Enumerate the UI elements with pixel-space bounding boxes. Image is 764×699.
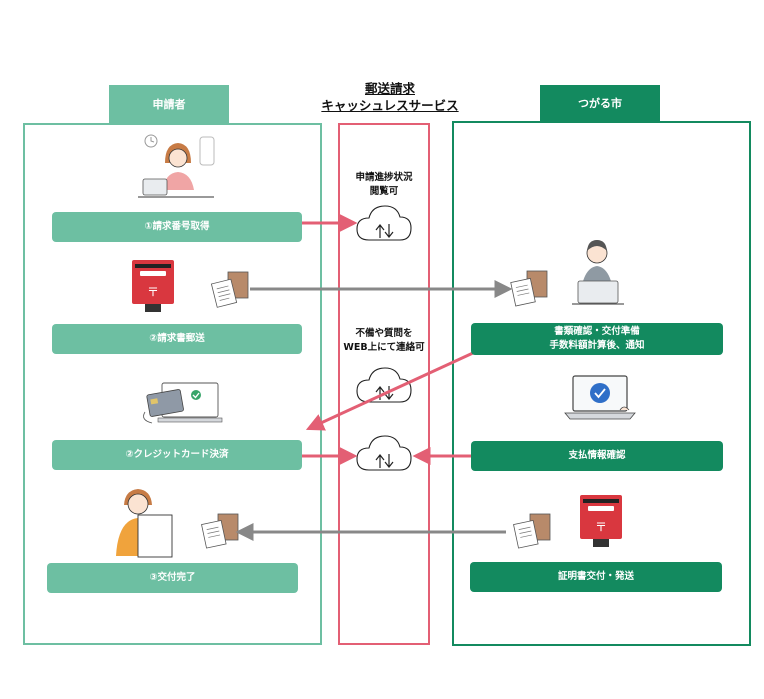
mail-document-illustration [210, 271, 249, 308]
title-line-1: 郵送請求 [364, 81, 415, 96]
city-step-payment-confirm: 支払情報確認 [471, 441, 723, 471]
credit-card-payment-illustration [143, 382, 223, 424]
title-line-2: キャッシュレスサービス [321, 98, 459, 113]
postbox-illustration: 〒 [132, 260, 174, 312]
city-column-tab: つがる市 [540, 85, 660, 121]
cloud-sync-icon [356, 435, 412, 471]
city-column-frame [452, 121, 751, 646]
applicant-step-mail-request: ②請求書郵送 [52, 324, 302, 354]
diagram-title: 郵送請求 キャッシュレスサービス [300, 80, 480, 114]
svg-text:〒: 〒 [595, 520, 607, 534]
applicant-step-request-number: ①請求番号取得 [52, 212, 302, 242]
applicant-column-frame [23, 123, 322, 645]
outgoing-mail-illustration [513, 513, 551, 549]
woman-laptop-illustration [138, 134, 215, 198]
service-note-contact: 不備や質問を WEB上にて連絡可 [343, 328, 425, 353]
svg-text:〒: 〒 [147, 285, 159, 299]
service-note-progress: 申請進捗状況 閲覧可 [355, 172, 413, 197]
service-column-frame [338, 123, 430, 645]
city-column-label: つがる市 [578, 97, 622, 110]
arrow-notify-to-applicant [305, 345, 487, 431]
laptop-check-illustration [564, 375, 636, 420]
applicant-column-label: 申請者 [152, 98, 186, 111]
woman-certificate-illustration [116, 489, 173, 558]
delivered-mail-illustration [201, 513, 239, 549]
cloud-sync-icon [356, 205, 412, 241]
cloud-sync-icon [356, 367, 412, 403]
staff-laptop-illustration [572, 240, 624, 305]
city-step-document-check: 書類確認・交付準備 手数料額計算後、通知 [471, 323, 723, 355]
received-mail-illustration [510, 270, 548, 307]
applicant-step-complete: ③交付完了 [47, 563, 298, 593]
applicant-column-tab: 申請者 [109, 85, 229, 123]
city-step-issue-send: 証明書交付・発送 [470, 562, 722, 592]
city-postbox-illustration: 〒 [580, 495, 622, 547]
applicant-step-credit-card: ②クレジットカード決済 [52, 440, 302, 470]
